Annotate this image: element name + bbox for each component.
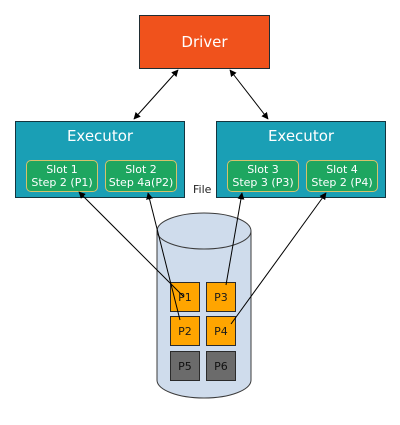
slot-step: Step 2 (P1) [31, 176, 93, 189]
partition-label: P2 [178, 324, 192, 338]
slot-step: Step 3 (P3) [232, 176, 294, 189]
partition-label: P6 [214, 359, 228, 373]
executor-title: Executor [267, 127, 335, 145]
driver-label: Driver [181, 33, 228, 51]
slot-label: Slot 3 [247, 163, 279, 176]
partition-p5: P5 [170, 351, 200, 381]
partition-label: P4 [214, 324, 228, 338]
executor-title: Executor [66, 127, 134, 145]
file-label: File [193, 183, 212, 196]
slot-1: Slot 1 Step 2 (P1) [26, 160, 98, 192]
slot-3: Slot 3 Step 3 (P3) [227, 160, 299, 192]
partition-p4: P4 [206, 316, 236, 346]
partition-p2: P2 [170, 316, 200, 346]
slot-label: Slot 4 [326, 163, 358, 176]
slot-4: Slot 4 Step 2 (P4) [306, 160, 378, 192]
partition-label: P5 [178, 359, 192, 373]
cylinder-top [156, 212, 252, 250]
partition-p6: P6 [206, 351, 236, 381]
partition-p1: P1 [170, 282, 200, 312]
slot-step: Step 4a(P2) [108, 176, 174, 189]
slot-label: Slot 2 [125, 163, 157, 176]
partition-label: P3 [214, 290, 228, 304]
slot-2: Slot 2 Step 4a(P2) [105, 160, 177, 192]
slot-step: Step 2 (P4) [311, 176, 373, 189]
executor-node-1: Executor Slot 1 Step 2 (P1) Slot 2 Step … [15, 121, 185, 198]
driver-node: Driver [139, 15, 270, 69]
executor-node-2: Executor Slot 3 Step 3 (P3) Slot 4 Step … [216, 121, 386, 198]
partition-p3: P3 [206, 282, 236, 312]
slot-label: Slot 1 [46, 163, 78, 176]
partition-label: P1 [178, 290, 192, 304]
